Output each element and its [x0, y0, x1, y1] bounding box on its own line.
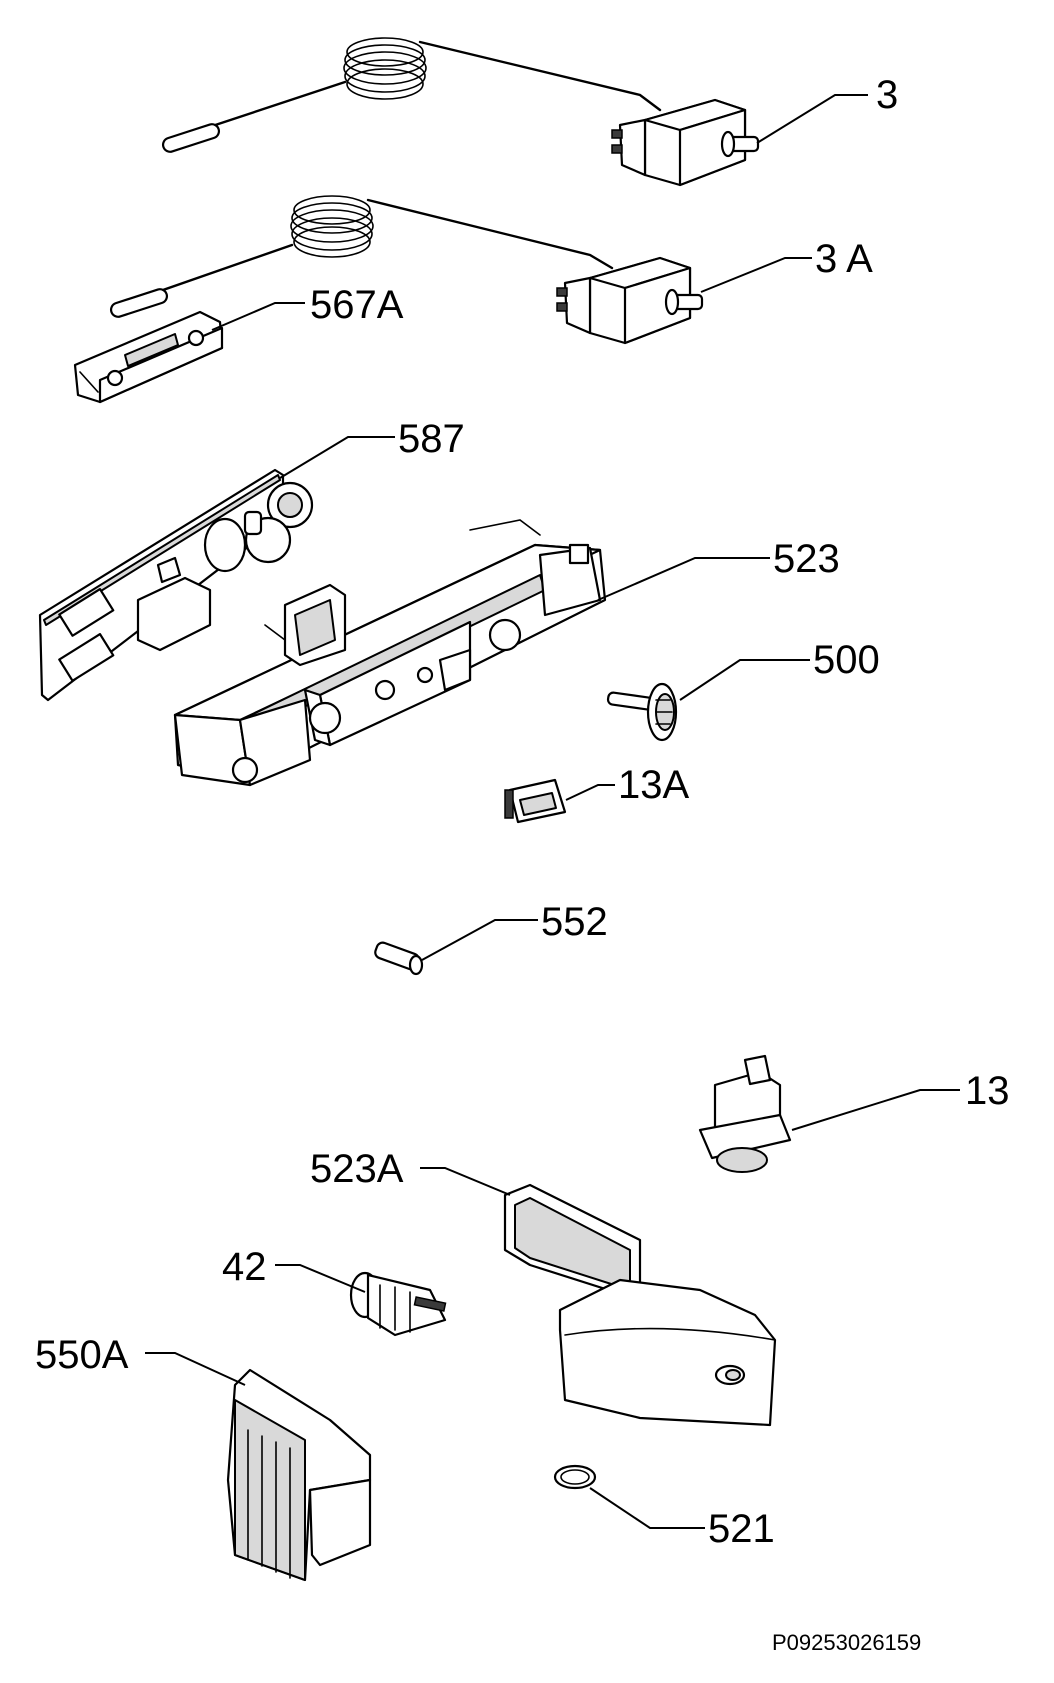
part-3-thermostat: [161, 37, 760, 187]
label-523a: 523A: [310, 1147, 404, 1191]
leader-587: [279, 436, 395, 479]
label-3a: 3 A: [815, 237, 873, 281]
part-521-ring: [553, 1464, 597, 1490]
leader-523: [597, 557, 770, 601]
part-587-circuit-board: [38, 468, 314, 702]
part-3a-thermostat: [109, 195, 704, 345]
part-523a-cover: [503, 1183, 777, 1427]
leader-13: [791, 1089, 960, 1131]
part-552-fuse: [374, 941, 424, 976]
part-523-control-housing: [173, 519, 607, 787]
part-550a-end-cap: [226, 1368, 372, 1582]
leader-3a: [700, 257, 812, 293]
leader-13a: [565, 784, 615, 801]
part-42-lamp-holder: [349, 1271, 447, 1337]
part-500-knob: [606, 682, 678, 742]
label-13: 13: [965, 1069, 1010, 1113]
drawing-code: P09253026159: [772, 1630, 921, 1655]
label-552: 552: [541, 900, 608, 944]
part-567a-bracket: [73, 310, 224, 404]
label-3: 3: [876, 73, 898, 117]
leader-550a: [145, 1352, 246, 1386]
leader-567a: [211, 302, 305, 331]
label-523: 523: [773, 537, 840, 581]
label-42: 42: [222, 1245, 267, 1289]
label-587: 587: [398, 417, 465, 461]
leader-42: [275, 1264, 366, 1293]
leader-552: [421, 919, 538, 961]
label-13a: 13A: [618, 763, 689, 807]
leader-500: [679, 659, 810, 701]
label-550a: 550A: [35, 1333, 129, 1377]
label-567a: 567A: [310, 283, 404, 327]
label-521: 521: [708, 1507, 775, 1551]
leader-523a: [420, 1167, 511, 1196]
part-13-switch: [698, 1054, 792, 1173]
part-13a-switch: [504, 778, 567, 824]
leader-3: [756, 94, 868, 144]
leader-521: [589, 1487, 705, 1529]
label-500: 500: [813, 638, 880, 682]
